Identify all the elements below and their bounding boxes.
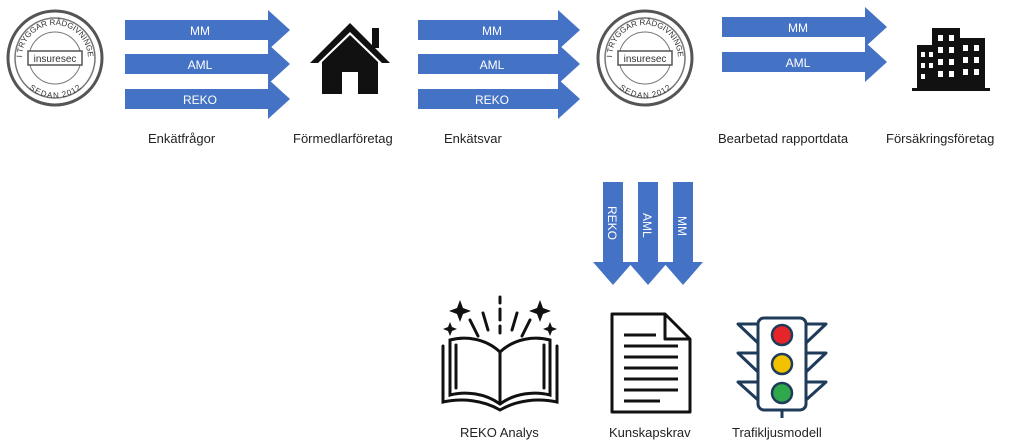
arrow-down-mm: MM: [663, 182, 703, 285]
green-light: [770, 381, 794, 405]
arrow-reko: REKO: [125, 79, 290, 119]
yellow-light: [770, 352, 794, 376]
svg-text:REKO: REKO: [605, 206, 619, 240]
arrow-down-aml: AML: [628, 182, 668, 285]
caption-kunskapskrav: Kunskapskrav: [609, 425, 691, 440]
svg-text:REKO: REKO: [475, 93, 509, 107]
arrow-mm: MM: [722, 7, 887, 47]
caption-enkatfragor: Enkätfrågor: [148, 131, 216, 146]
arrow-mm: MM: [418, 10, 580, 50]
caption-reko-analys: REKO Analys: [460, 425, 539, 440]
seal-brand: insuresec: [624, 54, 667, 65]
caption-forsakringsforetag: Försäkringsföretag: [886, 131, 995, 146]
svg-text:AML: AML: [480, 58, 505, 72]
svg-text:AML: AML: [188, 58, 213, 72]
arrow-aml: AML: [125, 44, 290, 84]
svg-text:MM: MM: [788, 21, 808, 35]
svg-text:MM: MM: [190, 24, 210, 38]
caption-bearbetad-rapportdata: Bearbetad rapportdata: [718, 131, 849, 146]
caption-enkatsvar: Enkätsvar: [444, 131, 502, 146]
svg-text:AML: AML: [786, 56, 811, 70]
svg-text:MM: MM: [675, 216, 689, 236]
caption-trafikljusmodell: Trafikljusmodell: [732, 425, 822, 440]
svg-text:AML: AML: [640, 213, 654, 238]
arrow-down-reko: REKO: [593, 182, 633, 285]
caption-formedlarforetag: Förmedlarföretag: [293, 131, 393, 146]
arrow-reko: REKO: [418, 79, 580, 119]
seal-brand: insuresec: [34, 54, 77, 65]
red-light: [770, 323, 794, 347]
svg-text:REKO: REKO: [183, 93, 217, 107]
arrow-aml: AML: [418, 44, 580, 84]
svg-text:MM: MM: [482, 24, 502, 38]
arrow-mm: MM: [125, 10, 290, 50]
arrow-aml: AML: [722, 42, 887, 82]
